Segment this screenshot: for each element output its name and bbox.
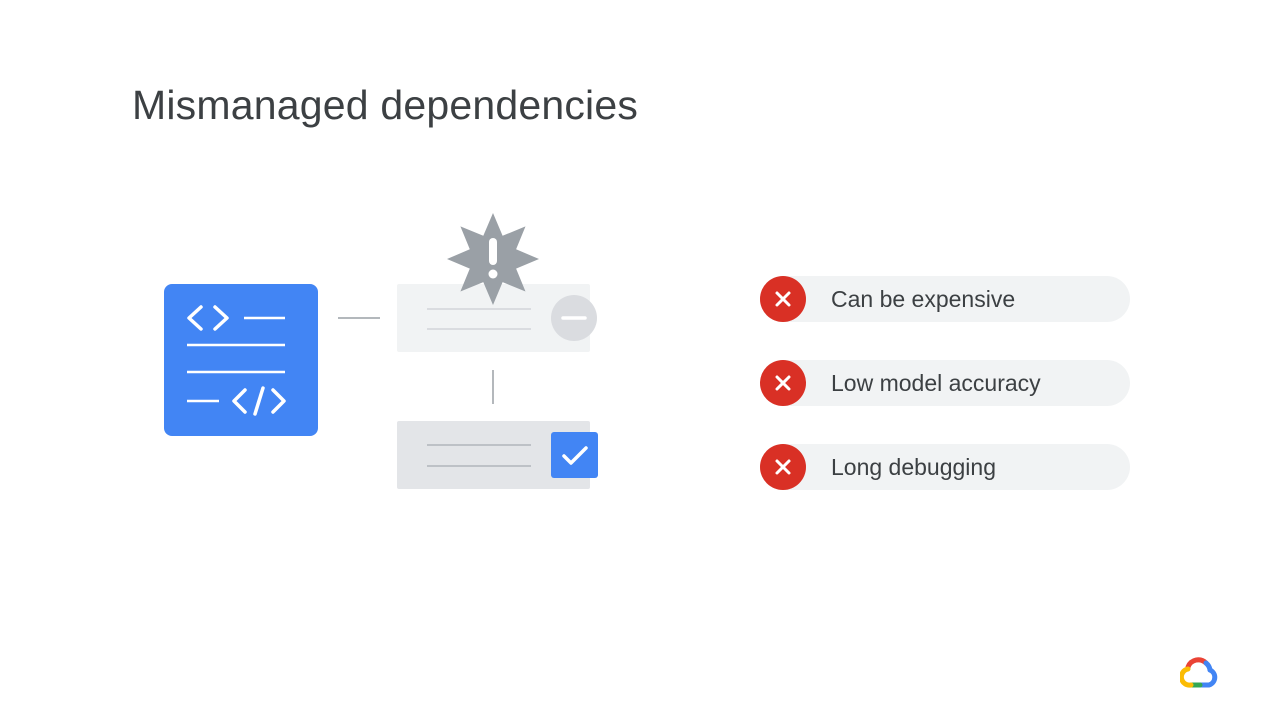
checkbox-checked-icon bbox=[551, 432, 598, 478]
google-cloud-logo bbox=[1180, 657, 1218, 688]
close-icon bbox=[760, 276, 806, 322]
list-item: Long debugging bbox=[760, 444, 1130, 490]
list-item-label: Can be expensive bbox=[831, 286, 1016, 312]
close-icon bbox=[760, 444, 806, 490]
close-icon bbox=[760, 360, 806, 406]
warning-burst-icon bbox=[447, 213, 539, 305]
page-title: Mismanaged dependencies bbox=[132, 82, 639, 128]
dependency-card-ok bbox=[397, 421, 598, 489]
minus-circle-icon bbox=[551, 295, 597, 341]
list-item-label: Low model accuracy bbox=[831, 370, 1041, 396]
code-document-icon bbox=[164, 284, 318, 436]
list-item: Low model accuracy bbox=[760, 360, 1130, 406]
consequence-list: Can be expensive Low model accuracy Long… bbox=[760, 276, 1130, 528]
list-item-label: Long debugging bbox=[831, 454, 996, 480]
dependency-card-failing bbox=[397, 284, 597, 352]
list-item: Can be expensive bbox=[760, 276, 1130, 322]
